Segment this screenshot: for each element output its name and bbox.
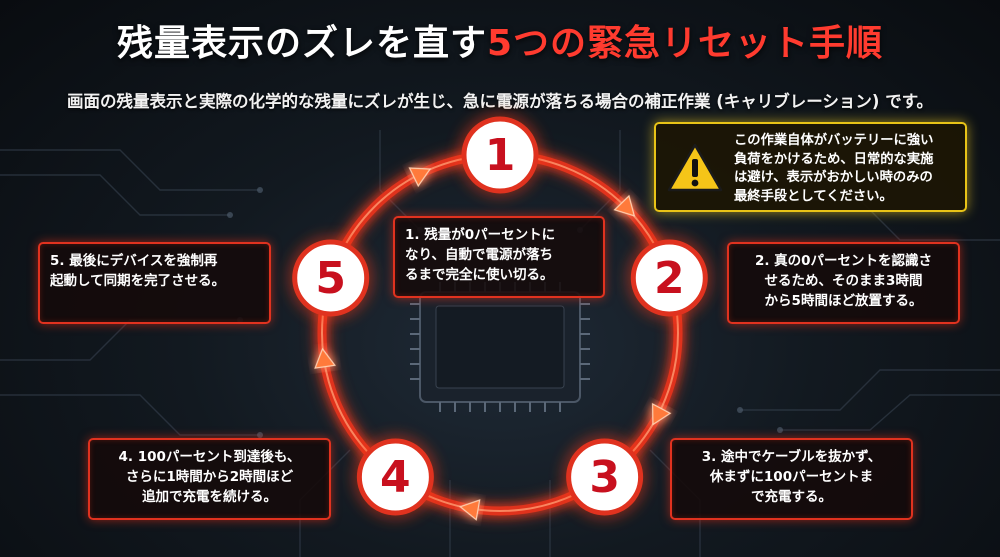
title-part-red: 5つの緊急リセット手順 xyxy=(486,23,884,64)
step-2-number: 2 xyxy=(654,253,685,304)
cycle-arrows xyxy=(314,167,672,521)
step-1-number: 1 xyxy=(485,130,516,181)
page-subtitle: 画面の残量表示と実際の化学的な残量にズレが生じ、急に電源が落ちる場合の補正作業 … xyxy=(66,92,934,111)
arrow-3-to-4 xyxy=(459,499,481,521)
step-2-node: 2 xyxy=(627,235,712,320)
step-1-node: 1 xyxy=(458,113,542,197)
warning-triangle-icon xyxy=(667,143,723,192)
step-2-description: 2. 真の0パーセントを認識さ せるため、そのまま3時間 から5時間ほど放置する… xyxy=(727,242,960,324)
title-part-white: 残量表示のズレを直す xyxy=(116,23,487,64)
warning-text: この作業自体がバッテリーに強い 負荷をかけるため、日常的な実施 は避け、表示がお… xyxy=(734,133,934,204)
page-title: 残量表示のズレを直す5つの緊急リセット手順 xyxy=(0,14,1000,66)
step-3-node: 3 xyxy=(562,435,647,520)
step-1-description: 1. 残量が0パーセントに なり、自動で電源が落ち るまで完全に使い切る。 xyxy=(393,216,605,298)
step-4-description: 4. 100パーセント到達後も、 さらに1時間から2時間ほど 追加で充電を続ける… xyxy=(88,438,331,520)
warning-callout: この作業自体がバッテリーに強い 負荷をかけるため、日常的な実施 は避け、表示がお… xyxy=(654,122,967,212)
step-3-number: 3 xyxy=(589,452,620,503)
arrow-5-to-1 xyxy=(408,167,432,188)
arrow-4-to-5 xyxy=(314,347,336,369)
arrow-2-to-3 xyxy=(651,402,672,426)
step-4-node: 4 xyxy=(353,435,438,520)
arrow-1-to-2 xyxy=(613,194,636,217)
step-5-node: 5 xyxy=(288,235,373,320)
step-nodes: 1 2 3 4 5 xyxy=(288,113,712,520)
step-4-number: 4 xyxy=(380,452,411,503)
step-3-description: 3. 途中でケーブルを抜かず、 休まずに100パーセントま で充電する。 xyxy=(670,438,913,520)
step-5-number: 5 xyxy=(315,253,346,304)
step-5-description: 5. 最後にデバイスを強制再 起動して同期を完了させる。 xyxy=(38,242,271,324)
